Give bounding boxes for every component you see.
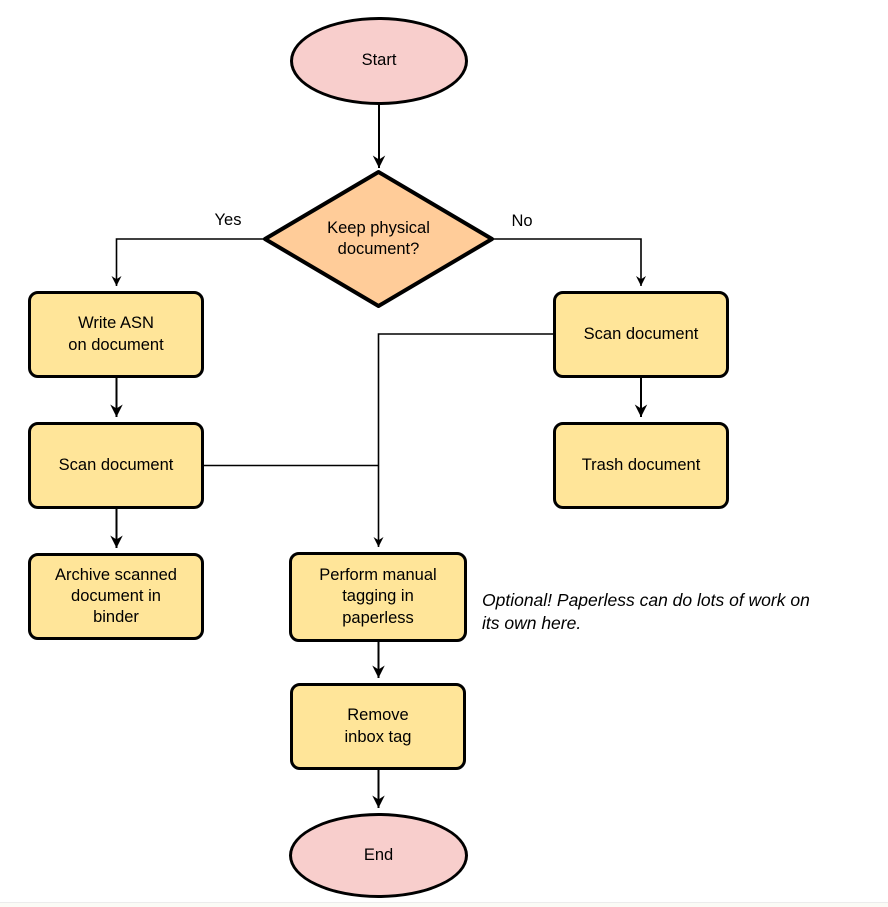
process-scan-document-right: Scan document (553, 291, 729, 378)
edge-label-no: No (511, 212, 533, 230)
decision-keep-physical-document: Keep physical document? (265, 172, 492, 306)
process-archive-binder: Archive scanned document in binder (28, 553, 204, 640)
connector-decision-to-write-asn (111, 238, 265, 286)
process-remove-inbox-tag: Remove inbox tag (290, 683, 466, 770)
connector-decision-to-scan-right (492, 238, 646, 286)
process-manual-tagging-label: Perform manual tagging in paperless (319, 566, 437, 627)
process-scan-document-right-label: Scan document (583, 324, 699, 343)
connector-scan-right-to-tagging (373, 333, 553, 547)
process-remove-inbox-tag-label: Remove inbox tag (344, 706, 412, 746)
process-write-asn: Write ASN on document (28, 291, 204, 378)
start-node: Start (290, 17, 468, 105)
start-node-label: Start (361, 51, 397, 70)
process-write-asn-label: Write ASN on document (68, 314, 164, 354)
process-trash-document-label: Trash document (581, 455, 701, 474)
process-archive-binder-label: Archive scanned document in binder (55, 565, 177, 627)
process-manual-tagging: Perform manual tagging in paperless (289, 552, 467, 642)
process-scan-document-left: Scan document (28, 422, 204, 509)
page-bottom-edge (0, 902, 888, 907)
end-node-label: End (363, 845, 394, 864)
process-trash-document: Trash document (553, 422, 729, 509)
process-scan-document-left-label: Scan document (58, 455, 174, 474)
decision-label: Keep physical document? (327, 218, 430, 258)
edge-label-yes: Yes (214, 211, 242, 229)
end-node: End (289, 813, 468, 898)
note-optional: Optional! Paperless can do lots of work … (482, 590, 810, 634)
